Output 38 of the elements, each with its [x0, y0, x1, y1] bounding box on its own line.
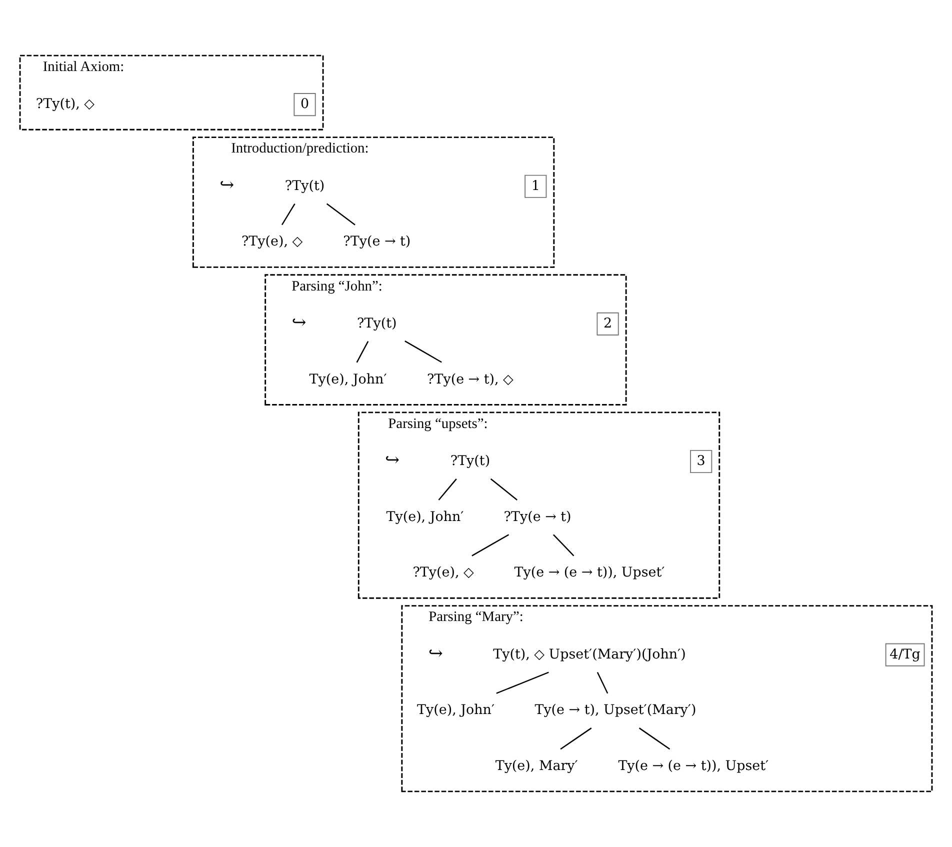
node-text: Ty(e), John′ [386, 510, 464, 525]
connector [281, 203, 296, 226]
connector [490, 478, 518, 500]
connector [356, 341, 369, 363]
node-label: ↪ [292, 313, 306, 334]
node-label: ↪ [428, 644, 443, 664]
node-label: ↪ [220, 176, 234, 196]
connector [404, 340, 442, 363]
connector [560, 728, 592, 750]
node-text: ?Ty(e), ◇ [241, 234, 303, 250]
node-box: 4/Tg [885, 643, 925, 666]
node-text: ?Ty(t) [357, 316, 397, 332]
node-text: Ty(e → (e → t)), Upset′ [618, 759, 769, 774]
node-text: ?Ty(e → t) [504, 510, 572, 525]
connector [553, 534, 574, 556]
node-box: 2 [596, 312, 619, 336]
node-text: ?Ty(e → t) [343, 234, 411, 250]
connector [638, 728, 670, 750]
connector [496, 672, 549, 694]
node-box: 1 [524, 174, 547, 198]
connector [596, 672, 608, 694]
node-text: Ty(e), John′ [417, 703, 495, 718]
node-text: Ty(e), John′ [309, 372, 387, 388]
node-text: ?Ty(e → t), ◇ [427, 372, 514, 388]
connector [326, 203, 356, 226]
node-label: ↪ [385, 450, 400, 471]
node-text: ?Ty(t), ◇ [36, 97, 95, 112]
node-box: 3 [690, 450, 712, 474]
node-box: 0 [294, 93, 316, 116]
node-text: ?Ty(t) [450, 454, 490, 470]
node-text: Ty(e), Mary′ [495, 759, 578, 774]
node-text: Ty(e → t), Upset′(Mary′) [534, 703, 696, 718]
node-text: ?Ty(t) [284, 178, 325, 194]
node-text: ?Ty(e), ◇ [412, 566, 474, 581]
connector [472, 534, 510, 556]
node-text: Ty(e → (e → t)), Upset′ [514, 566, 665, 581]
node-text: Ty(t), ◇ Upset′(Mary′)(John′) [493, 647, 686, 662]
connector [438, 478, 457, 500]
